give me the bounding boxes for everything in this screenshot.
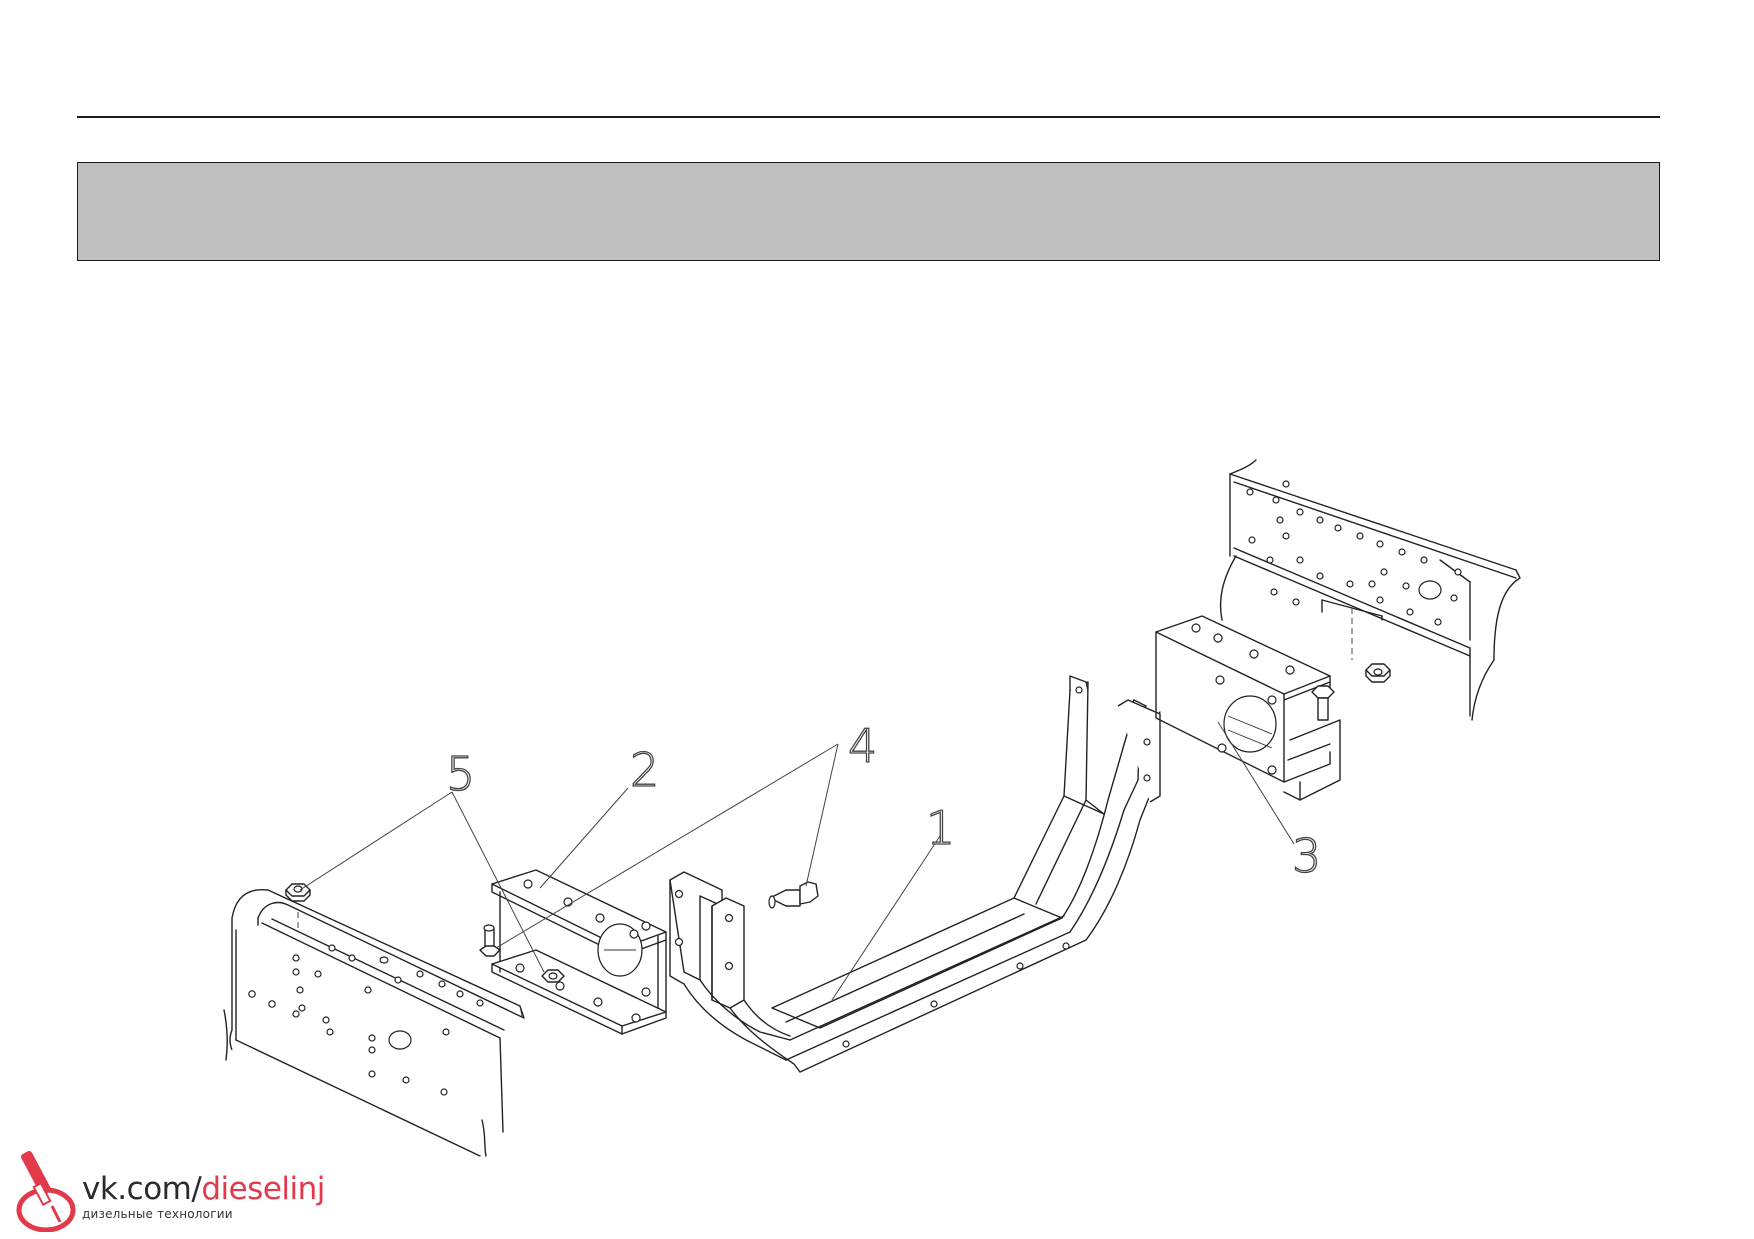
right-frame-rail xyxy=(1219,459,1521,721)
right-bracket-bolt xyxy=(1311,685,1335,721)
part-2-left-bracket xyxy=(479,869,667,1035)
callout-4: 4 xyxy=(848,719,877,773)
left-frame-rail xyxy=(223,883,525,1157)
top-rule xyxy=(77,116,1660,118)
part-4-bolt xyxy=(768,881,819,909)
part-3-right-bracket xyxy=(1155,615,1341,801)
left-rail-holes xyxy=(248,944,484,1096)
watermark-url-prefix: vk.com/ xyxy=(82,1171,202,1207)
injector-icon xyxy=(16,1150,76,1232)
right-flange-nut xyxy=(1365,663,1391,683)
left-bracket-nut xyxy=(541,969,565,983)
watermark-subtitle: дизельные технологии xyxy=(82,1207,233,1221)
watermark-url-name: dieselinj xyxy=(201,1171,325,1207)
right-rail-holes xyxy=(1246,480,1462,626)
dieselinj-logo xyxy=(16,1150,76,1232)
left-bracket-bolt xyxy=(479,924,501,957)
watermark-url: vk.com/dieselinj xyxy=(82,1174,325,1205)
header-band xyxy=(77,162,1660,261)
callout-2: 2 xyxy=(630,743,659,797)
callouts: 5 2 4 1 3 xyxy=(445,718,1322,883)
part-1-crossbar xyxy=(669,675,1161,1073)
callout-1: 1 xyxy=(926,801,955,855)
leader-lines xyxy=(299,721,1295,1001)
callout-3: 3 xyxy=(1292,829,1321,883)
callout-5: 5 xyxy=(446,747,475,801)
left-flange-nut xyxy=(285,883,311,902)
